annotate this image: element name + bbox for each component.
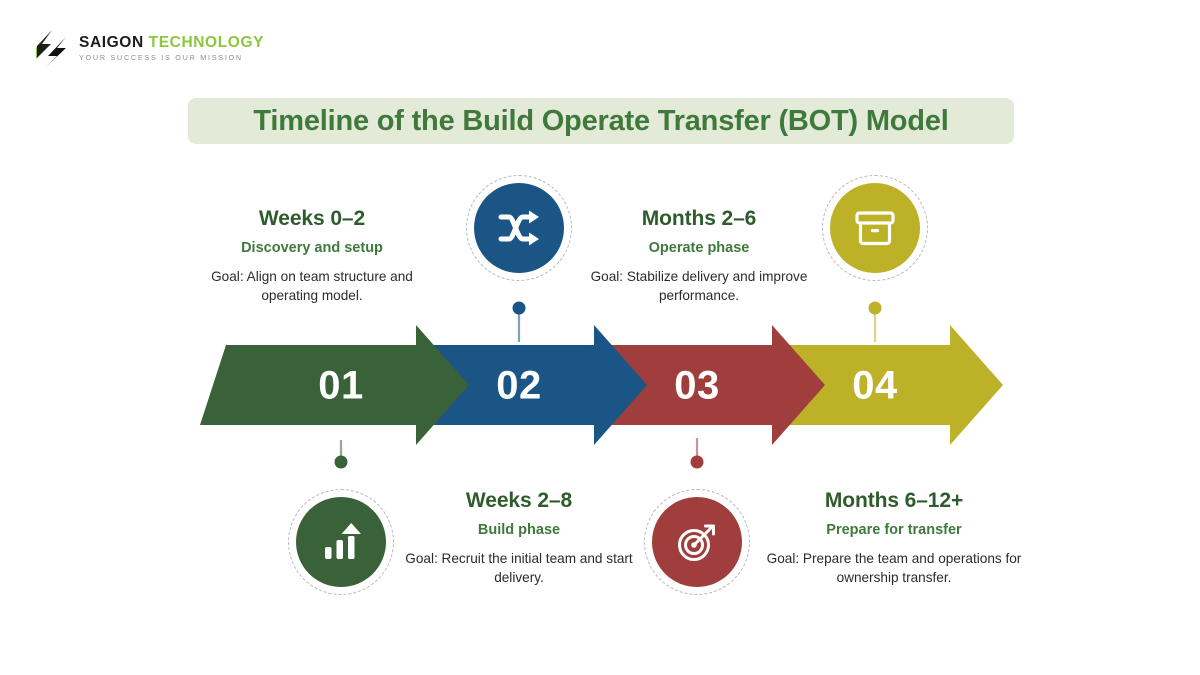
page-title: Timeline of the Build Operate Transfer (… [253, 104, 949, 137]
step-icon-badge-3 [644, 489, 750, 595]
dashed-ring-2 [466, 175, 572, 281]
step-goal-3: Goal: Stabilize delivery and improve per… [590, 269, 808, 304]
step-text-block-2: Weeks 2–8 Build phase Goal: Recruit the … [394, 489, 644, 588]
brand-name-part2: TECHNOLOGY [148, 33, 265, 51]
step-icon-badge-4 [822, 175, 928, 281]
step-number-2: 02 [496, 363, 542, 408]
dashed-ring-3 [644, 489, 750, 595]
step-number-3: 03 [674, 363, 720, 408]
step-icon-badge-2 [466, 175, 572, 281]
dashed-ring-1 [288, 489, 394, 595]
step-heading-2: Weeks 2–8 [465, 489, 573, 512]
brand-name-part1: SAIGON [79, 33, 144, 51]
step-goal-2: Goal: Recruit the initial team and start… [405, 551, 633, 586]
step-heading-1: Weeks 0–2 [258, 207, 366, 230]
step-heading-4: Months 6–12+ [824, 489, 964, 512]
brand-tagline: YOUR SUCCESS IS OUR MISSION [79, 53, 243, 63]
step-text-block-3: Months 2–6 Operate phase Goal: Stabilize… [574, 207, 824, 306]
step-goal-4: Goal: Prepare the team and operations fo… [766, 551, 1022, 586]
connector-step-4 [868, 301, 882, 342]
connector-step-3 [690, 438, 704, 469]
step-subheading-2: Build phase [477, 522, 561, 538]
step-heading-3: Months 2–6 [641, 207, 757, 230]
brand-logo: SAIGON TECHNOLOGY YOUR SUCCESS IS OUR MI… [34, 28, 264, 68]
step-text-block-4: Months 6–12+ Prepare for transfer Goal: … [759, 489, 1029, 588]
step-number-4: 04 [852, 363, 898, 408]
step-subheading-3: Operate phase [648, 240, 750, 256]
connector-step-2 [512, 301, 526, 342]
step-subheading-1: Discovery and setup [241, 240, 383, 256]
step-icon-badge-1 [288, 489, 394, 595]
brand-name: SAIGON TECHNOLOGY [79, 33, 265, 51]
step-goal-1: Goal: Align on team structure and operat… [211, 269, 413, 304]
step-text-block-1: Weeks 0–2 Discovery and setup Goal: Alig… [182, 207, 442, 306]
saigon-technology-logo-icon [36, 29, 66, 67]
dashed-ring-4 [822, 175, 928, 281]
step-number-1: 01 [318, 363, 364, 408]
step-subheading-4: Prepare for transfer [826, 522, 962, 538]
connector-step-1 [334, 440, 348, 469]
page-title-band: Timeline of the Build Operate Transfer (… [188, 98, 1014, 144]
